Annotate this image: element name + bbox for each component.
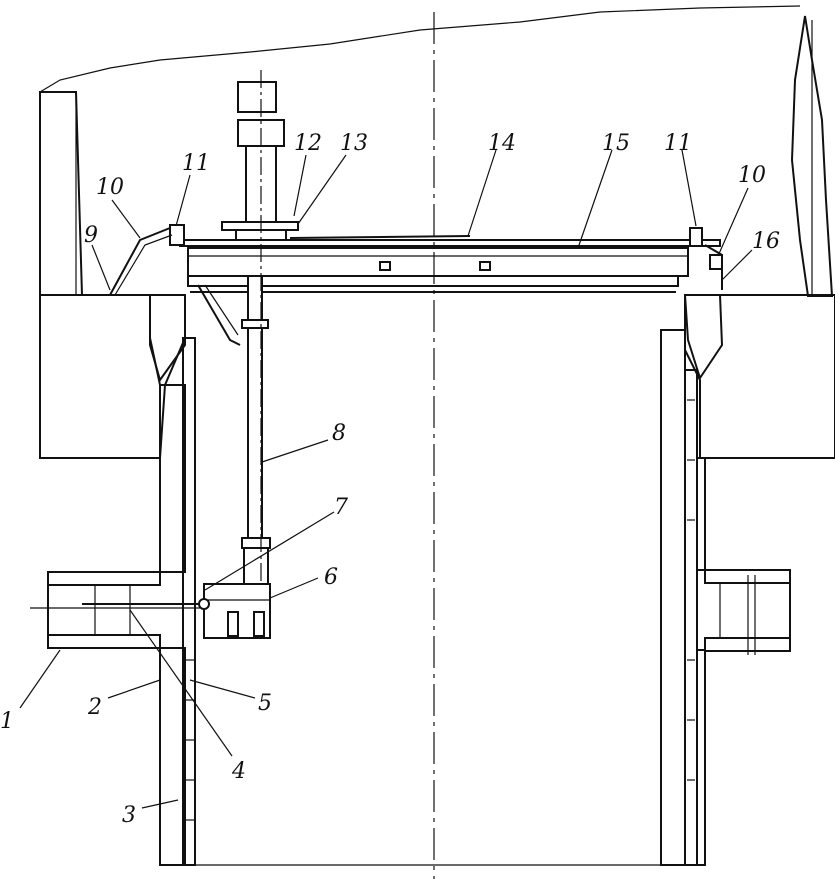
callout-6: 6 [324, 565, 338, 590]
callout-10-left: 10 [96, 175, 124, 200]
callout-16: 16 [752, 229, 780, 254]
callout-11-left: 11 [182, 151, 210, 176]
callout-12: 12 [294, 131, 322, 156]
inlet-gallery [30, 569, 791, 655]
callout-10-right: 10 [738, 163, 766, 188]
platform-beam [109, 224, 723, 296]
callout-8: 8 [332, 421, 346, 446]
callout-5: 5 [258, 691, 272, 716]
callout-11-right: 11 [664, 131, 692, 156]
drive-assembly [197, 70, 299, 600]
callouts: 1 2 3 4 5 6 7 8 9 10 10 11 11 12 13 14 1… [0, 131, 780, 828]
callout-13: 13 [340, 131, 368, 156]
callout-4: 4 [231, 759, 246, 784]
callout-15: 15 [602, 131, 630, 156]
leader-lines [19, 149, 753, 809]
callout-2: 2 [87, 695, 102, 720]
callout-1: 1 [0, 709, 14, 734]
rock-mass [39, 0, 834, 459]
callout-14: 14 [488, 131, 516, 156]
gearbox [198, 583, 271, 639]
callout-9: 9 [84, 223, 98, 248]
callout-3: 3 [122, 803, 136, 828]
callout-7: 7 [334, 495, 348, 520]
